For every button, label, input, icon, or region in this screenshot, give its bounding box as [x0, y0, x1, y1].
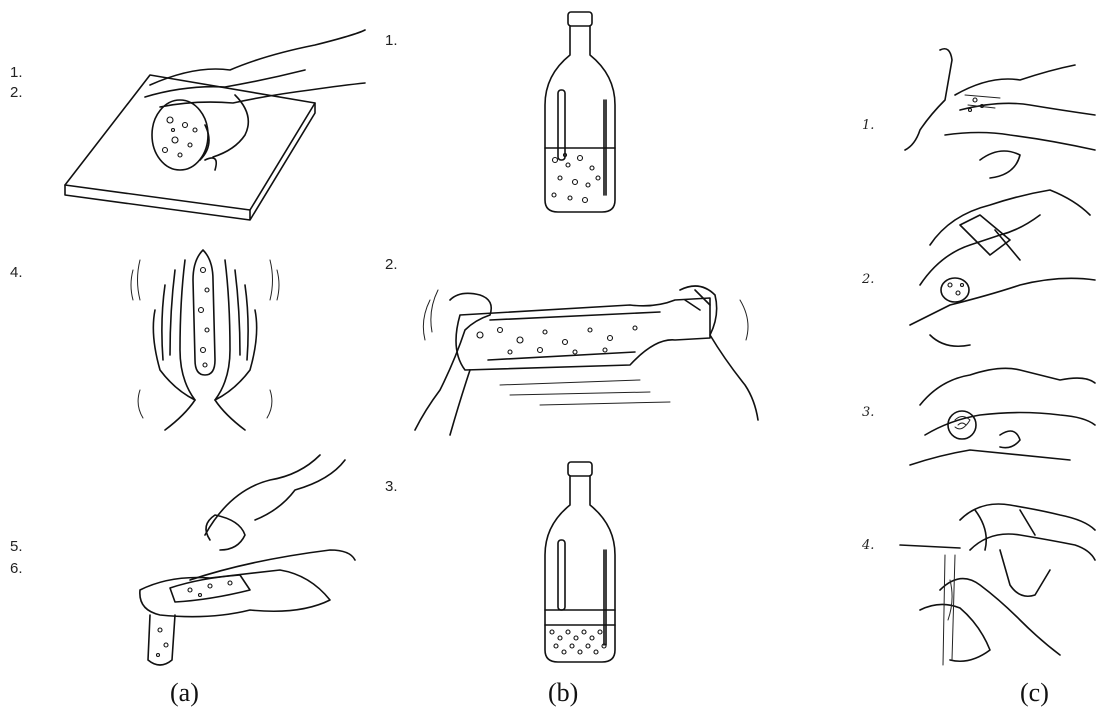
step-label-a-2: 2.	[10, 84, 23, 101]
bottle-with-suspension-icon	[540, 10, 620, 215]
hands-rolling-thread-icon	[125, 240, 285, 440]
step-label-c-3: 3.	[862, 405, 874, 420]
step-label-a-4: 4.	[10, 264, 23, 281]
hand-rubbing-soil-step3-icon	[900, 355, 1100, 485]
step-label-b-3: 3.	[385, 478, 398, 495]
step-label-c-1: 1.	[862, 118, 874, 133]
panel-c: 1. 2. 3. 4.	[790, 0, 1102, 722]
hand-rubbing-soil-step2-icon	[900, 185, 1100, 355]
caption-a: (a)	[170, 678, 199, 708]
hand-rubbing-soil-step4-icon	[900, 490, 1100, 670]
step-label-a-6: 6.	[10, 560, 23, 577]
hand-rubbing-soil-step1-icon	[900, 40, 1100, 190]
hand-pressing-soil-icon	[55, 25, 365, 215]
step-label-a-5: 5.	[10, 538, 23, 555]
step-label-c-4: 4.	[862, 538, 874, 553]
panel-a: 1. 2. 4. 5. 6.	[0, 0, 370, 722]
panel-b: 1. 2. 3.	[370, 0, 790, 722]
hands-breaking-thread-icon	[130, 450, 360, 670]
hands-shaking-bottle-icon	[410, 260, 760, 440]
caption-c: (c)	[1020, 678, 1049, 708]
step-label-c-2: 2.	[862, 272, 874, 287]
step-label-b-2: 2.	[385, 256, 398, 273]
caption-b: (b)	[548, 678, 578, 708]
step-label-a-1: 1.	[10, 64, 23, 81]
step-label-b-1: 1.	[385, 32, 398, 49]
bottle-with-sediment-icon	[540, 460, 620, 665]
